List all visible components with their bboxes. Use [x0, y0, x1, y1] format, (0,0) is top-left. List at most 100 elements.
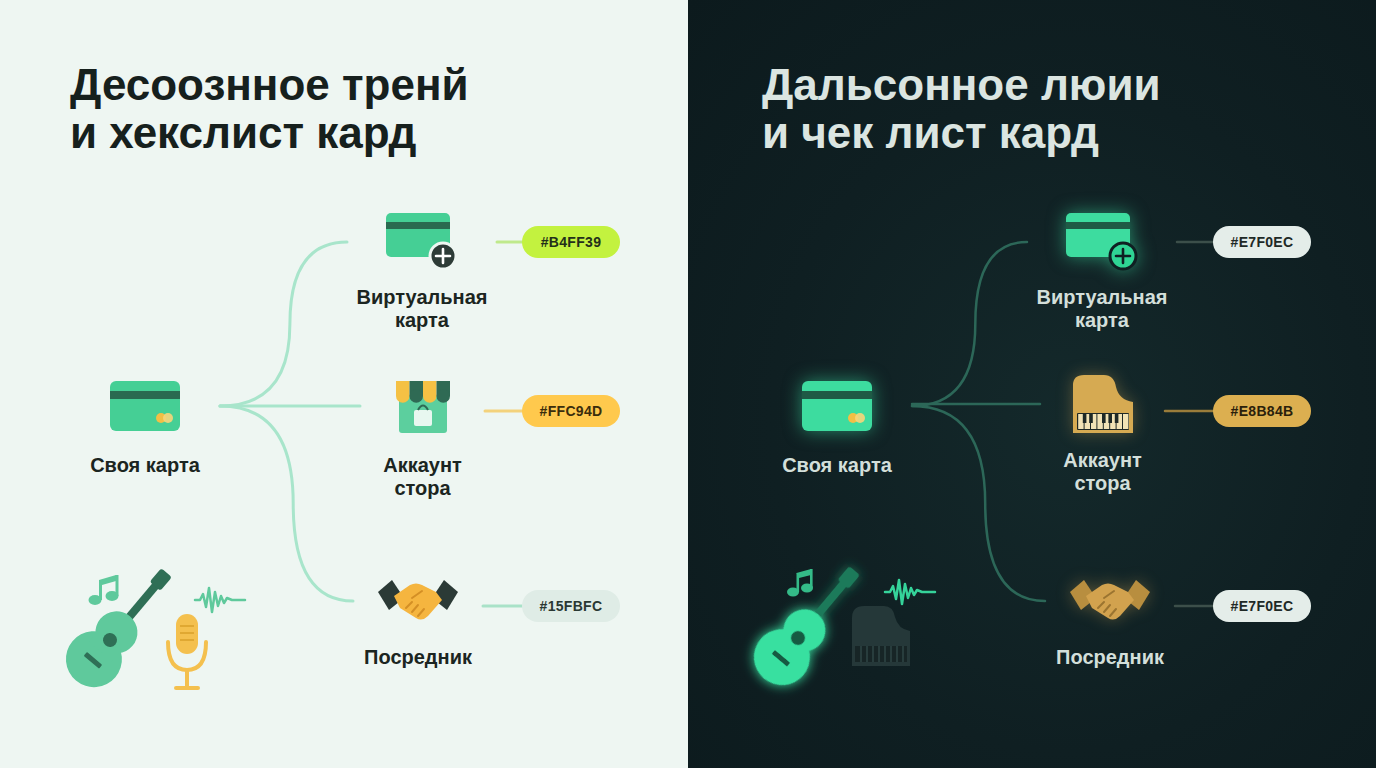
card-node: Виртуальная карта — [347, 212, 497, 332]
store-icon-part — [414, 410, 432, 426]
piano-icon-part — [1097, 414, 1102, 429]
handshake-icon — [1068, 572, 1152, 630]
handshake-icon — [376, 572, 460, 630]
virtual-card-icon-part — [436, 249, 450, 263]
hex-pill: #15FBFC — [522, 590, 620, 622]
node-label: Посредник — [364, 646, 472, 669]
handshake-icon-part — [394, 584, 442, 620]
store-icon-part — [436, 389, 450, 403]
virtual-card-icon-part — [386, 222, 450, 229]
virtual-card-icon-part — [1110, 243, 1136, 269]
card-icon-part — [163, 413, 173, 423]
store-icon-part — [423, 389, 437, 403]
music-note-part — [797, 569, 812, 578]
node-label: Аккаунт стора — [360, 454, 485, 500]
connector-line — [912, 406, 1045, 601]
music-note-part — [116, 575, 119, 596]
card-node: Своя карта — [70, 380, 220, 477]
guitar-part — [150, 568, 172, 591]
connector-line — [1175, 605, 1213, 608]
music-note-part — [810, 569, 813, 588]
piano-icon-part — [1102, 414, 1106, 423]
microphone-part — [168, 642, 206, 670]
connector-line — [497, 241, 522, 244]
handshake-icon-part — [1086, 584, 1134, 620]
music-note — [787, 569, 813, 597]
card-icon-part — [110, 381, 180, 431]
guitar-part — [777, 628, 810, 659]
hex-pill: #B4FF39 — [522, 226, 620, 258]
card-icon-box — [109, 380, 181, 432]
piano-icon-box — [1070, 373, 1136, 435]
handshake-icon-part — [406, 591, 424, 616]
connector-line — [1177, 241, 1213, 244]
guitar-part — [100, 630, 120, 650]
hex-pill: #E7F0EC — [1213, 590, 1311, 622]
piano-icon-part — [1108, 414, 1112, 423]
card-node: Посредник — [353, 572, 483, 669]
virtual-card-icon-part — [1116, 249, 1130, 263]
card-node: Своя карта — [762, 380, 912, 477]
virtual-card-icon — [1065, 212, 1139, 272]
node-label: Своя карта — [90, 454, 200, 477]
microphone-part — [180, 626, 194, 640]
piano-part — [861, 646, 903, 662]
microphone-part — [176, 614, 198, 654]
store-icon-part — [409, 389, 423, 403]
piano-icon-part — [1077, 413, 1129, 430]
piano-part — [855, 646, 907, 662]
node-label: Виртуальная карта — [347, 286, 497, 332]
connector-line — [1165, 410, 1213, 413]
guitar-part — [788, 628, 808, 648]
store-icon-part — [418, 406, 428, 411]
piano-icon-part — [1082, 414, 1086, 423]
guitar-part — [84, 652, 103, 669]
panel-title: Дальсонное люии и чек лист кард — [762, 61, 1167, 157]
piano-icon-part — [1114, 414, 1118, 423]
guitar-part — [838, 566, 860, 589]
guitar-part — [87, 603, 146, 662]
connector-line — [485, 410, 522, 413]
piano-icon-part — [1123, 414, 1128, 429]
guitar — [742, 553, 876, 697]
card-icon — [801, 380, 873, 432]
card-icon — [109, 380, 181, 432]
connector-line — [912, 403, 1040, 406]
hex-pill: #FFC94D — [522, 395, 620, 427]
vcard-icon-box — [1065, 212, 1139, 272]
piano-part — [852, 606, 910, 666]
connector-line — [483, 605, 522, 608]
connector-line — [220, 406, 353, 601]
diagram-title: Десоознное тренй и хекслист кард — [70, 61, 475, 157]
hex-code: #E8B84B — [1231, 403, 1294, 419]
guitar-part — [775, 601, 834, 660]
virtual-card-icon-part — [1066, 222, 1130, 229]
hex-pill: #E7F0EC — [1213, 226, 1311, 258]
card-icon-part — [855, 413, 865, 423]
music-note — [89, 575, 119, 605]
card-node: Посредник — [1045, 572, 1175, 669]
card-icon-box — [801, 380, 873, 432]
guitar-part — [89, 630, 122, 661]
hand-icon-box — [376, 572, 460, 630]
hex-code: #15FBFC — [540, 598, 603, 614]
card-icon-part — [110, 391, 180, 399]
card-node: Виртуальная карта — [1027, 212, 1177, 332]
card-node: Аккаунт стора — [1040, 373, 1165, 495]
card-icon-part — [802, 381, 872, 431]
vcard-icon-box — [385, 212, 459, 272]
sound-wave — [885, 580, 935, 604]
sound-wave — [195, 588, 245, 612]
node-label: Виртуальная карта — [1027, 286, 1177, 332]
node-label: Своя карта — [782, 454, 892, 477]
virtual-card-icon-part — [430, 243, 456, 269]
guitar — [54, 555, 188, 699]
hex-pill: #E8B84B — [1213, 395, 1311, 427]
hex-code: #E7F0EC — [1231, 598, 1294, 614]
hex-code: #B4FF39 — [541, 234, 601, 250]
store-icon — [392, 378, 454, 434]
node-label: Посредник — [1056, 646, 1164, 669]
hex-code: #E7F0EC — [1231, 234, 1294, 250]
hex-code: #FFC94D — [540, 403, 603, 419]
